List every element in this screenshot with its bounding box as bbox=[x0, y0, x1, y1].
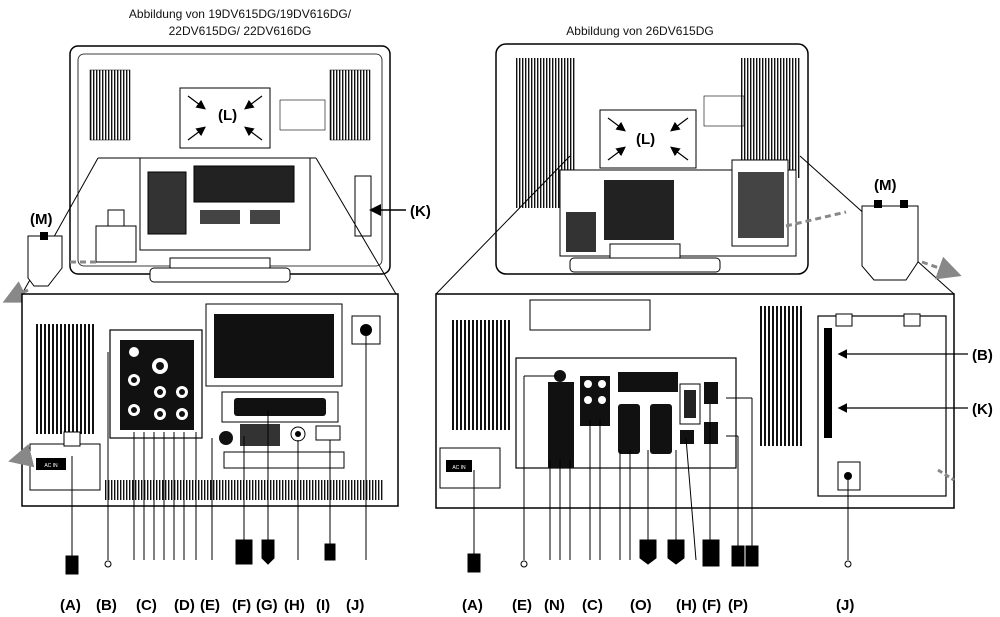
left-label-G: (G) bbox=[256, 597, 278, 614]
left-ac-in-text: AC IN bbox=[44, 463, 58, 469]
left-label-A: (A) bbox=[60, 597, 81, 614]
right-label-J: (J) bbox=[836, 597, 854, 614]
right-label-A: (A) bbox=[462, 597, 483, 614]
right-label-C: (C) bbox=[582, 597, 603, 614]
right-label-F: (F) bbox=[702, 597, 721, 614]
right-ac-in-text: AC IN bbox=[452, 465, 466, 471]
right-label-H: (H) bbox=[676, 597, 697, 614]
right-label-E: (E) bbox=[512, 597, 532, 614]
right-label-M: (M) bbox=[874, 177, 897, 194]
right-connector-labels: (A) (E) (N) (C) (O) (H) (F) (P) (J) bbox=[462, 597, 854, 614]
left-caption-line1: Abbildung von 19DV615DG/19DV616DG/ bbox=[128, 7, 352, 21]
right-label-L: (L) bbox=[636, 131, 655, 148]
right-zoom-panel: AC IN bbox=[435, 293, 955, 509]
left-label-K: (K) bbox=[410, 203, 431, 220]
left-label-E: (E) bbox=[200, 597, 220, 614]
right-label-O: (O) bbox=[630, 597, 652, 614]
left-caption-line2: 22DV615DG/ 22DV616DG bbox=[168, 24, 312, 38]
left-label-I: (I) bbox=[316, 597, 330, 614]
right-cables bbox=[467, 375, 852, 573]
right-label-P: (P) bbox=[728, 597, 748, 614]
left-label-M: (M) bbox=[30, 211, 53, 228]
left-zoom-panel: AC IN bbox=[8, 293, 399, 507]
left-cables bbox=[65, 336, 367, 575]
right-tv-back bbox=[435, 43, 962, 295]
right-label-B: (B) bbox=[972, 347, 993, 364]
left-connector-labels: (A) (B) (C) (D) (E) (F) (G) (H) (I) (J) bbox=[60, 597, 364, 614]
left-tv-back bbox=[2, 45, 406, 303]
left-label-H: (H) bbox=[284, 597, 305, 614]
left-figure-caption: Abbildung von 19DV615DG/19DV616DG/ 22DV6… bbox=[80, 6, 400, 40]
right-label-N: (N) bbox=[544, 597, 565, 614]
left-label-B: (B) bbox=[96, 597, 117, 614]
left-label-L: (L) bbox=[218, 107, 237, 124]
left-label-C: (C) bbox=[136, 597, 157, 614]
right-label-K: (K) bbox=[972, 401, 993, 418]
right-figure-caption: Abbildung von 26DV615DG bbox=[566, 24, 714, 38]
left-label-D: (D) bbox=[174, 597, 195, 614]
left-label-F: (F) bbox=[232, 597, 251, 614]
left-label-J: (J) bbox=[346, 597, 364, 614]
